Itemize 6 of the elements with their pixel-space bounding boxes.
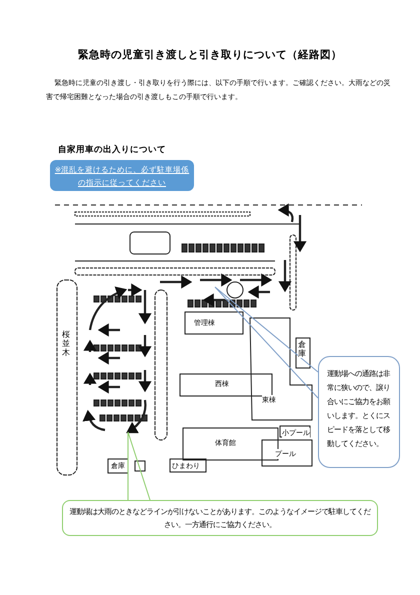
tree-row-label: 桜並木 [62,330,70,358]
building-label: 倉庫 [298,340,306,358]
callout-pointer [128,432,150,500]
callout-pointer [214,286,318,398]
section-heading: 自家用車の出入りについて [58,144,166,156]
title: 緊急時の児童引き渡しと引き取りについて（経路図） [77,48,343,62]
